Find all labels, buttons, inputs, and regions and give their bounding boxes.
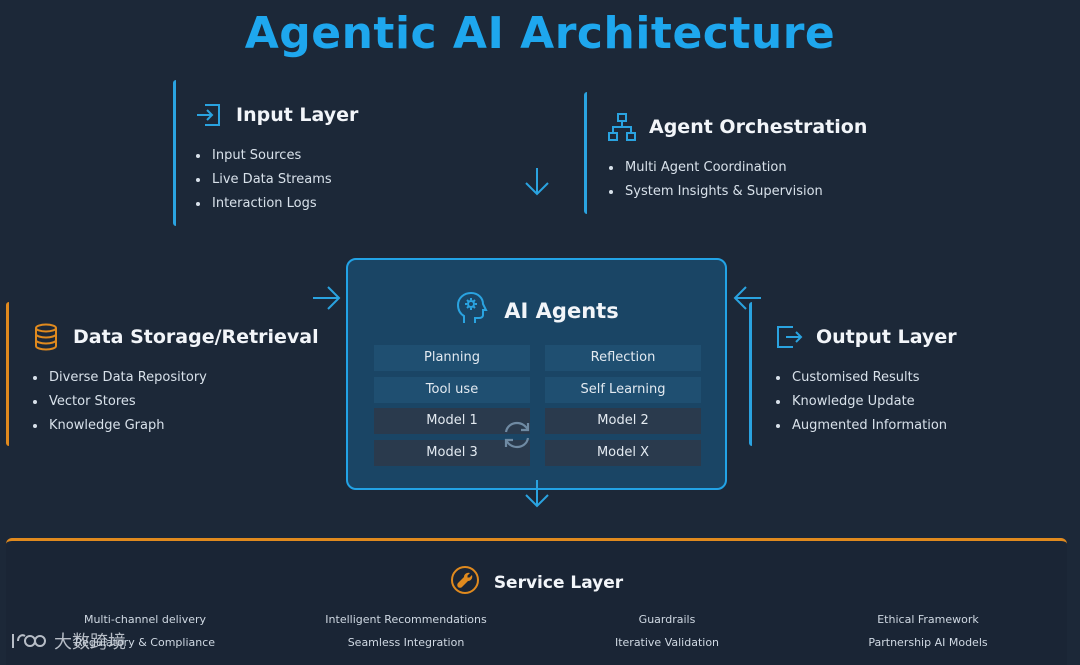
list-item: Knowledge Graph — [31, 414, 336, 438]
list-item: Interaction Logs — [194, 192, 433, 216]
sync-icon — [504, 421, 530, 449]
brain-head-icon — [454, 290, 490, 331]
service-layer-heading: Service Layer — [493, 572, 624, 593]
ai-agents-box: AI Agents Planning Reflection Tool use S… — [346, 258, 727, 490]
list-item: Vector Stores — [31, 390, 336, 414]
list-item: Diverse Data Repository — [31, 366, 336, 390]
database-icon — [31, 322, 61, 352]
watermark: 大数跨境 — [10, 628, 126, 654]
service-item: Partnership AI Models — [868, 636, 988, 649]
agent-cell-model-2: Model 2 — [545, 408, 701, 434]
wrench-icon — [450, 565, 480, 600]
service-item: Ethical Framework — [877, 613, 979, 626]
agent-cell-reflection: Reflection — [545, 345, 701, 371]
list-item: Augmented Information — [774, 414, 1049, 438]
page-title: Agentic AI Architecture — [244, 8, 836, 59]
output-layer-list: Customised Results Knowledge Update Augm… — [774, 366, 1049, 438]
arrow-down-top — [525, 168, 549, 196]
ai-agents-heading: AI Agents — [504, 298, 619, 323]
data-storage-heading: Data Storage/Retrieval — [73, 326, 319, 348]
list-item: Knowledge Update — [774, 390, 1049, 414]
service-layer-panel: Service Layer Multi-channel delivery Int… — [6, 538, 1067, 665]
agent-cell-model-1: Model 1 — [374, 408, 530, 434]
input-layer-heading: Input Layer — [236, 104, 359, 126]
data-storage-list: Diverse Data Repository Vector Stores Kn… — [31, 366, 336, 438]
sign-out-icon — [774, 322, 804, 352]
service-item: Regulatory & Compliance — [74, 636, 216, 649]
agent-cell-model-x: Model X — [545, 440, 701, 466]
output-layer-heading: Output Layer — [816, 326, 957, 348]
service-item: Guardrails — [638, 613, 696, 626]
service-item: Iterative Validation — [614, 636, 720, 649]
watermark-text: 大数跨境 — [54, 632, 126, 653]
agent-cell-model-3: Model 3 — [374, 440, 530, 466]
agent-orchestration-list: Multi Agent Coordination System Insights… — [607, 156, 914, 204]
service-item: Multi-channel delivery — [83, 613, 207, 626]
sign-in-icon — [194, 100, 224, 130]
service-item: Seamless Integration — [347, 636, 465, 649]
input-layer-panel: Input Layer Input Sources Live Data Stre… — [173, 80, 433, 226]
agent-cell-self-learning: Self Learning — [545, 377, 701, 403]
watermark-logo-icon — [12, 634, 46, 648]
output-layer-panel: Output Layer Customised Results Knowledg… — [749, 302, 1049, 446]
list-item: Live Data Streams — [194, 168, 433, 192]
arrow-left-into-agents — [733, 286, 761, 310]
list-item: Customised Results — [774, 366, 1049, 390]
data-storage-panel: Data Storage/Retrieval Diverse Data Repo… — [6, 302, 336, 446]
arrow-down-bottom — [525, 480, 549, 508]
agent-orchestration-heading: Agent Orchestration — [649, 116, 868, 138]
arrow-right-into-agents — [313, 286, 341, 310]
list-item: System Insights & Supervision — [607, 180, 914, 204]
service-item: Intelligent Recommendations — [325, 613, 487, 626]
input-layer-list: Input Sources Live Data Streams Interact… — [194, 144, 433, 216]
agent-orchestration-panel: Agent Orchestration Multi Agent Coordina… — [584, 92, 914, 214]
agent-cell-planning: Planning — [374, 345, 530, 371]
list-item: Multi Agent Coordination — [607, 156, 914, 180]
hierarchy-icon — [607, 112, 637, 142]
list-item: Input Sources — [194, 144, 433, 168]
agent-cell-tool-use: Tool use — [374, 377, 530, 403]
